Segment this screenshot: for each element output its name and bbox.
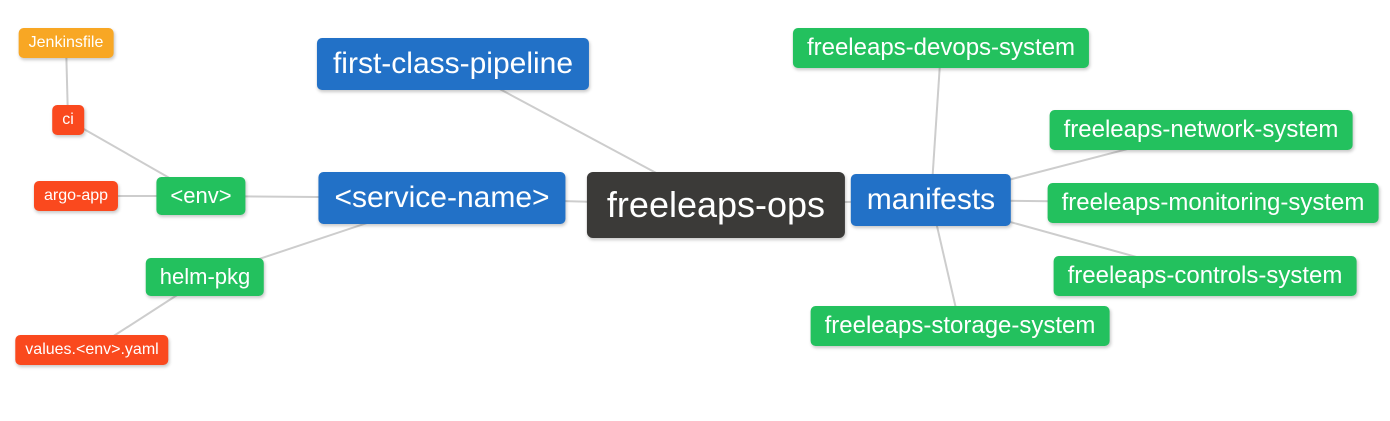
- node-freeleaps-ops[interactable]: freeleaps-ops: [586, 172, 846, 238]
- node-values-env-yaml[interactable]: values.<env>.yaml: [15, 335, 169, 365]
- node-helm-pkg[interactable]: helm-pkg: [145, 258, 265, 296]
- node-manifests[interactable]: manifests: [850, 174, 1012, 226]
- node-argo-app[interactable]: argo-app: [33, 181, 119, 211]
- node-freeleaps-controls-system[interactable]: freeleaps-controls-system: [1053, 256, 1357, 296]
- node-freeleaps-storage-system[interactable]: freeleaps-storage-system: [810, 306, 1110, 346]
- node-freeleaps-monitoring-system[interactable]: freeleaps-monitoring-system: [1047, 183, 1379, 223]
- node-freeleaps-devops-system[interactable]: freeleaps-devops-system: [792, 28, 1090, 68]
- node-first-class-pipeline[interactable]: first-class-pipeline: [316, 38, 590, 90]
- node-service-name[interactable]: <service-name>: [318, 172, 566, 224]
- node-ci[interactable]: ci: [52, 105, 84, 135]
- node-env[interactable]: <env>: [156, 177, 246, 215]
- node-jenkinsfile[interactable]: Jenkinsfile: [18, 28, 114, 58]
- node-freeleaps-network-system[interactable]: freeleaps-network-system: [1049, 110, 1353, 150]
